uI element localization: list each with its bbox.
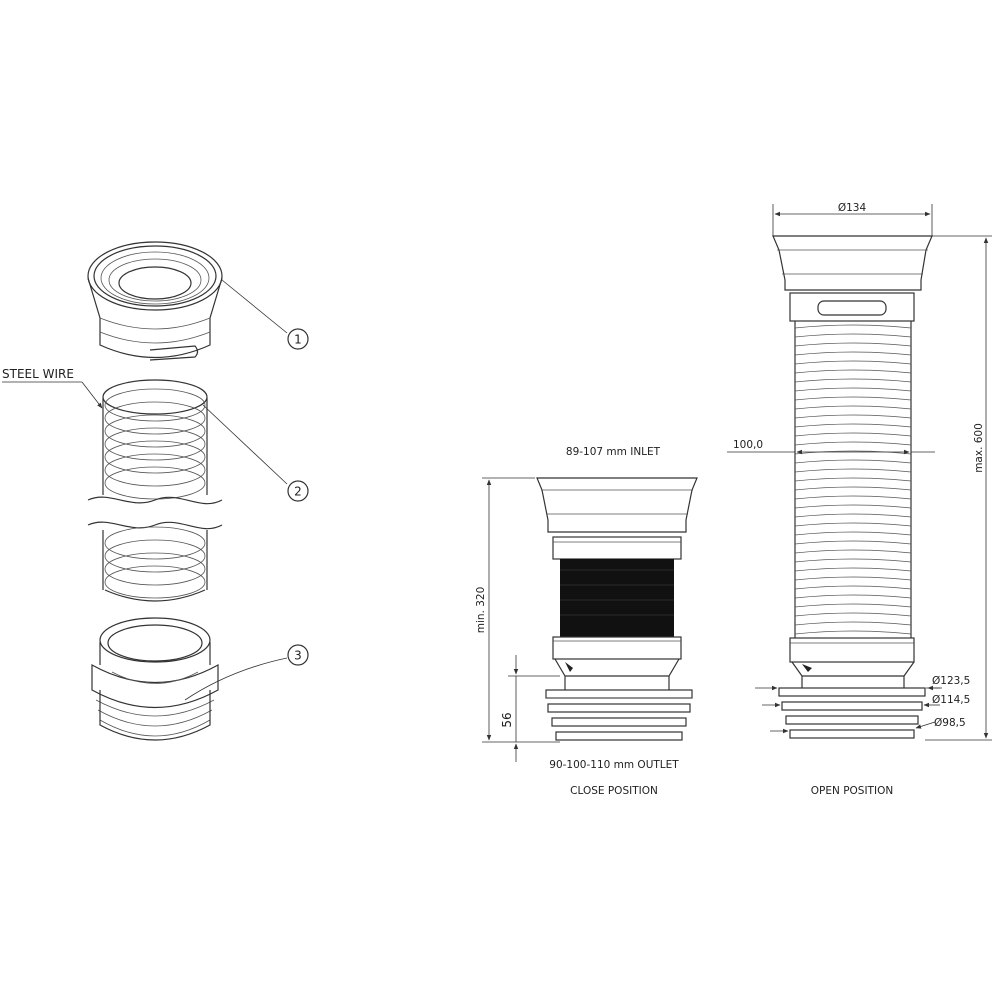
close-position-caption: CLOSE POSITION	[570, 785, 658, 797]
part-1-inlet-collar	[87, 241, 223, 361]
extended-hose	[794, 321, 912, 638]
callout-2-number: 2	[294, 485, 302, 499]
close-position-view: 89-107 mm INLET min. 320	[475, 446, 698, 797]
steel-wire-label: STEEL WIRE	[2, 367, 74, 381]
open-position-caption: OPEN POSITION	[811, 785, 893, 797]
part-2-corrugated-hose	[87, 379, 223, 602]
outlet-height-label: 56	[500, 712, 514, 727]
close-height-label: min. 320	[475, 587, 487, 634]
callout-3-circle	[287, 644, 309, 666]
top-diameter-label: Ø134	[838, 202, 867, 214]
callout-2-circle	[287, 480, 309, 502]
mid-diameter-label: 100,0	[733, 439, 763, 451]
callout-1-circle	[287, 328, 309, 350]
open-position-view: Ø134	[727, 202, 992, 797]
inlet-label: 89-107 mm INLET	[566, 446, 661, 458]
compressed-hose	[560, 559, 674, 637]
outlet-label: 90-100-110 mm OUTLET	[549, 759, 679, 771]
part-3-outlet-adapter	[91, 617, 219, 741]
open-height-label: max. 600	[973, 423, 985, 473]
exploded-view: STEEL WIRE 1 2 3	[2, 241, 309, 741]
outlet-diameter-1: Ø123,5	[932, 675, 970, 687]
callout-1-number: 1	[294, 333, 302, 347]
outlet-diameter-3: Ø98,5	[934, 717, 966, 729]
outlet-diameter-2: Ø114,5	[932, 694, 970, 706]
callout-3-number: 3	[294, 649, 302, 663]
